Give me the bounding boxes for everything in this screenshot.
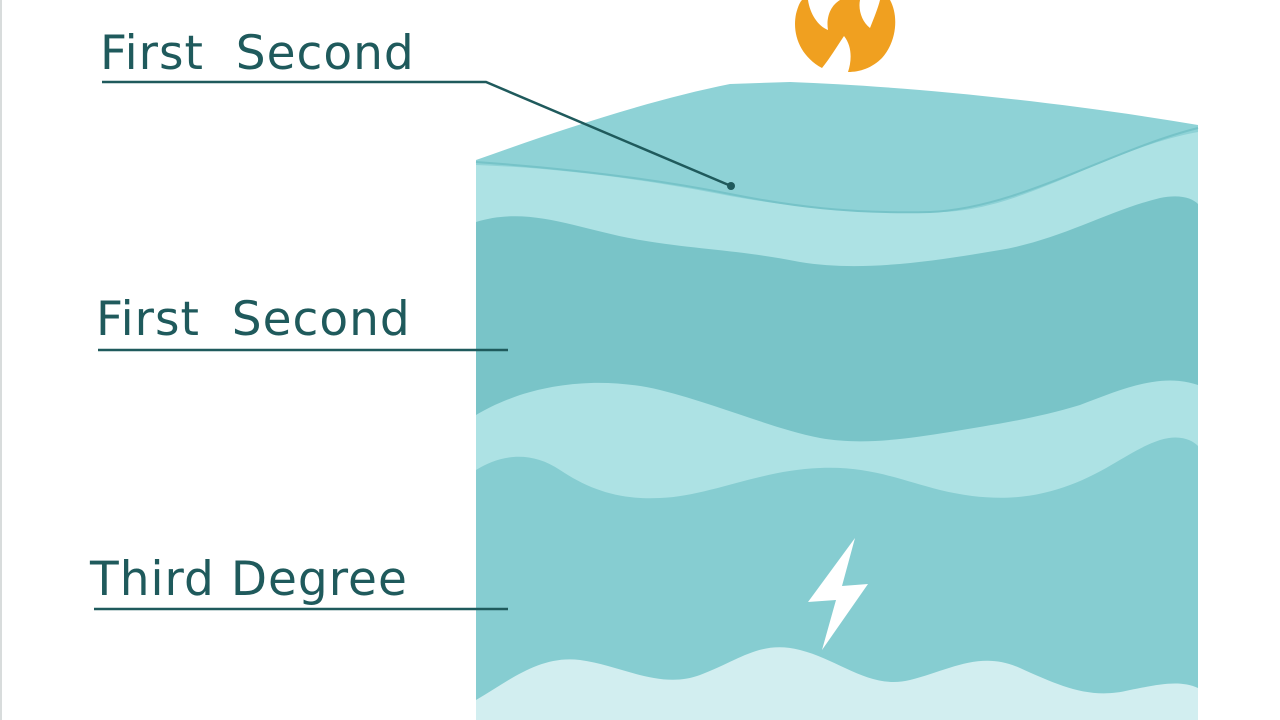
lightning-bolt-icon	[808, 538, 868, 650]
leader-line-top-dot	[727, 182, 735, 190]
dermis-layer	[476, 196, 1198, 442]
label-middle: First Second	[96, 292, 411, 347]
bottom-pale-layer	[476, 647, 1198, 720]
left-border	[0, 0, 2, 720]
label-bottom: Third Degree	[90, 552, 408, 607]
top-surface-edge	[475, 127, 1199, 214]
leader-line-top	[102, 80, 732, 188]
flame-icon	[795, 0, 896, 72]
label-top: First Second	[100, 26, 415, 81]
skin-top-surface	[476, 82, 1198, 213]
